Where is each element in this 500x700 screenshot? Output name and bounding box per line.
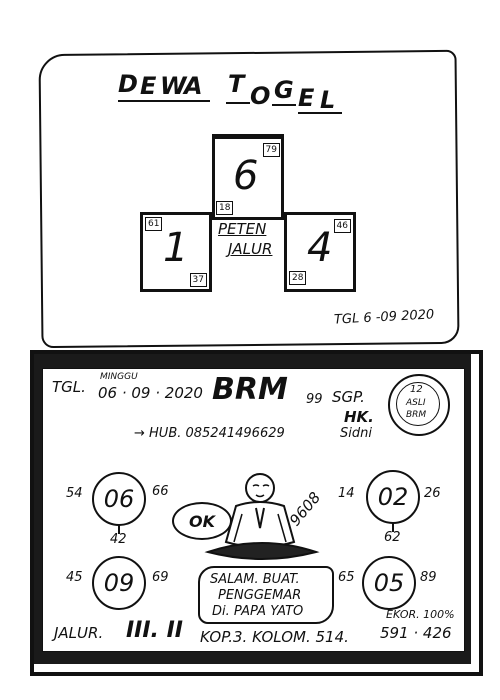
circle-number: 05 [362, 556, 416, 610]
title-underline [272, 104, 296, 106]
circle-number: 06 [92, 472, 146, 526]
day-label: MINGGU [100, 372, 138, 382]
brand-sup: 99 [306, 392, 323, 407]
corner-label: 18 [216, 201, 234, 215]
circle-number: 09 [92, 556, 146, 610]
tgl-label: TGL. [52, 378, 86, 396]
hub-contact: → HUB. 085241496629 [134, 426, 285, 441]
title-letter: W [160, 72, 189, 100]
salam-banner: SALAM. BUAT. PENGGEMAR Di. PAPA YATO [198, 566, 334, 624]
circle-side-number: 14 [338, 486, 355, 501]
circle-side-number: 69 [152, 570, 169, 585]
corner-label: 46 [333, 219, 351, 233]
title-letter: L [320, 86, 338, 114]
circle-side-number: 65 [338, 570, 355, 585]
seal-text: ASLI [406, 398, 426, 408]
decor-band [34, 354, 42, 664]
sidni-label: Sidni [340, 426, 372, 441]
salam-line: SALAM. BUAT. [210, 572, 300, 587]
corner-label: 28 [289, 271, 307, 285]
center-number: 6 [233, 153, 259, 199]
ekor-value: 591 · 426 [380, 624, 452, 642]
label-line: PETEN [218, 220, 267, 238]
date-label: 06 · 09 · 2020 [98, 384, 203, 402]
center-box: 6 79 18 [212, 134, 284, 220]
corner-label: 79 [262, 143, 280, 157]
right-number: 4 [307, 225, 333, 271]
title-letter: A [184, 72, 205, 100]
decor-band [34, 354, 471, 368]
kop-kolom: KOP.3. KOLOM. 514. [200, 628, 349, 646]
title-letter: O [250, 82, 273, 110]
salam-line: PENGGEMAR [218, 588, 302, 603]
title-letter: T [228, 70, 247, 98]
seal-text: BRM [406, 410, 427, 420]
monk-illustration [204, 473, 320, 560]
right-box: 4 46 28 [284, 212, 356, 292]
corner-label: 61 [145, 217, 163, 231]
title-letter: D [118, 70, 140, 98]
title-underline [226, 102, 250, 104]
seal-text: 12 [410, 384, 423, 395]
circle-side-number: 26 [424, 486, 441, 501]
circle-side-number: 54 [66, 486, 83, 501]
decor-band [34, 650, 471, 664]
title-underline [298, 112, 342, 114]
decor-band [463, 354, 471, 664]
seal-stamp: 12 ASLI BRM [388, 374, 450, 436]
circle-side-number: 66 [152, 484, 169, 499]
circle-below-number: 42 [110, 532, 127, 547]
circle-below-number: 62 [384, 530, 401, 545]
jalur-label: JALUR. [54, 624, 104, 642]
hk-label: HK. [344, 408, 374, 426]
left-number: 1 [163, 225, 189, 271]
circle-number: 02 [366, 470, 420, 524]
label-box: PETEN JALUR [210, 216, 282, 266]
title-letter: E [298, 84, 317, 112]
circle-side-number: 89 [420, 570, 437, 585]
title-letter: E [140, 72, 159, 100]
circle-side-number: 45 [66, 570, 83, 585]
brand: BRM [212, 372, 288, 407]
seal-inner [396, 382, 440, 426]
stem-line [118, 524, 120, 534]
ok-text: OK [189, 511, 215, 531]
jalur-value: III. II [126, 618, 183, 643]
title-letter: G [274, 76, 296, 104]
sgp-label: SGP. [332, 388, 365, 406]
corner-label: 37 [189, 273, 207, 287]
stem-line [392, 522, 394, 532]
ekor-label: EKOR. 100% [386, 608, 455, 621]
title-underline [118, 100, 210, 102]
label-line: JALUR [228, 240, 273, 258]
left-box: 1 61 37 [140, 212, 212, 292]
title: D E W A T O G E L [118, 70, 348, 114]
salam-line: Di. PAPA YATO [212, 604, 304, 619]
